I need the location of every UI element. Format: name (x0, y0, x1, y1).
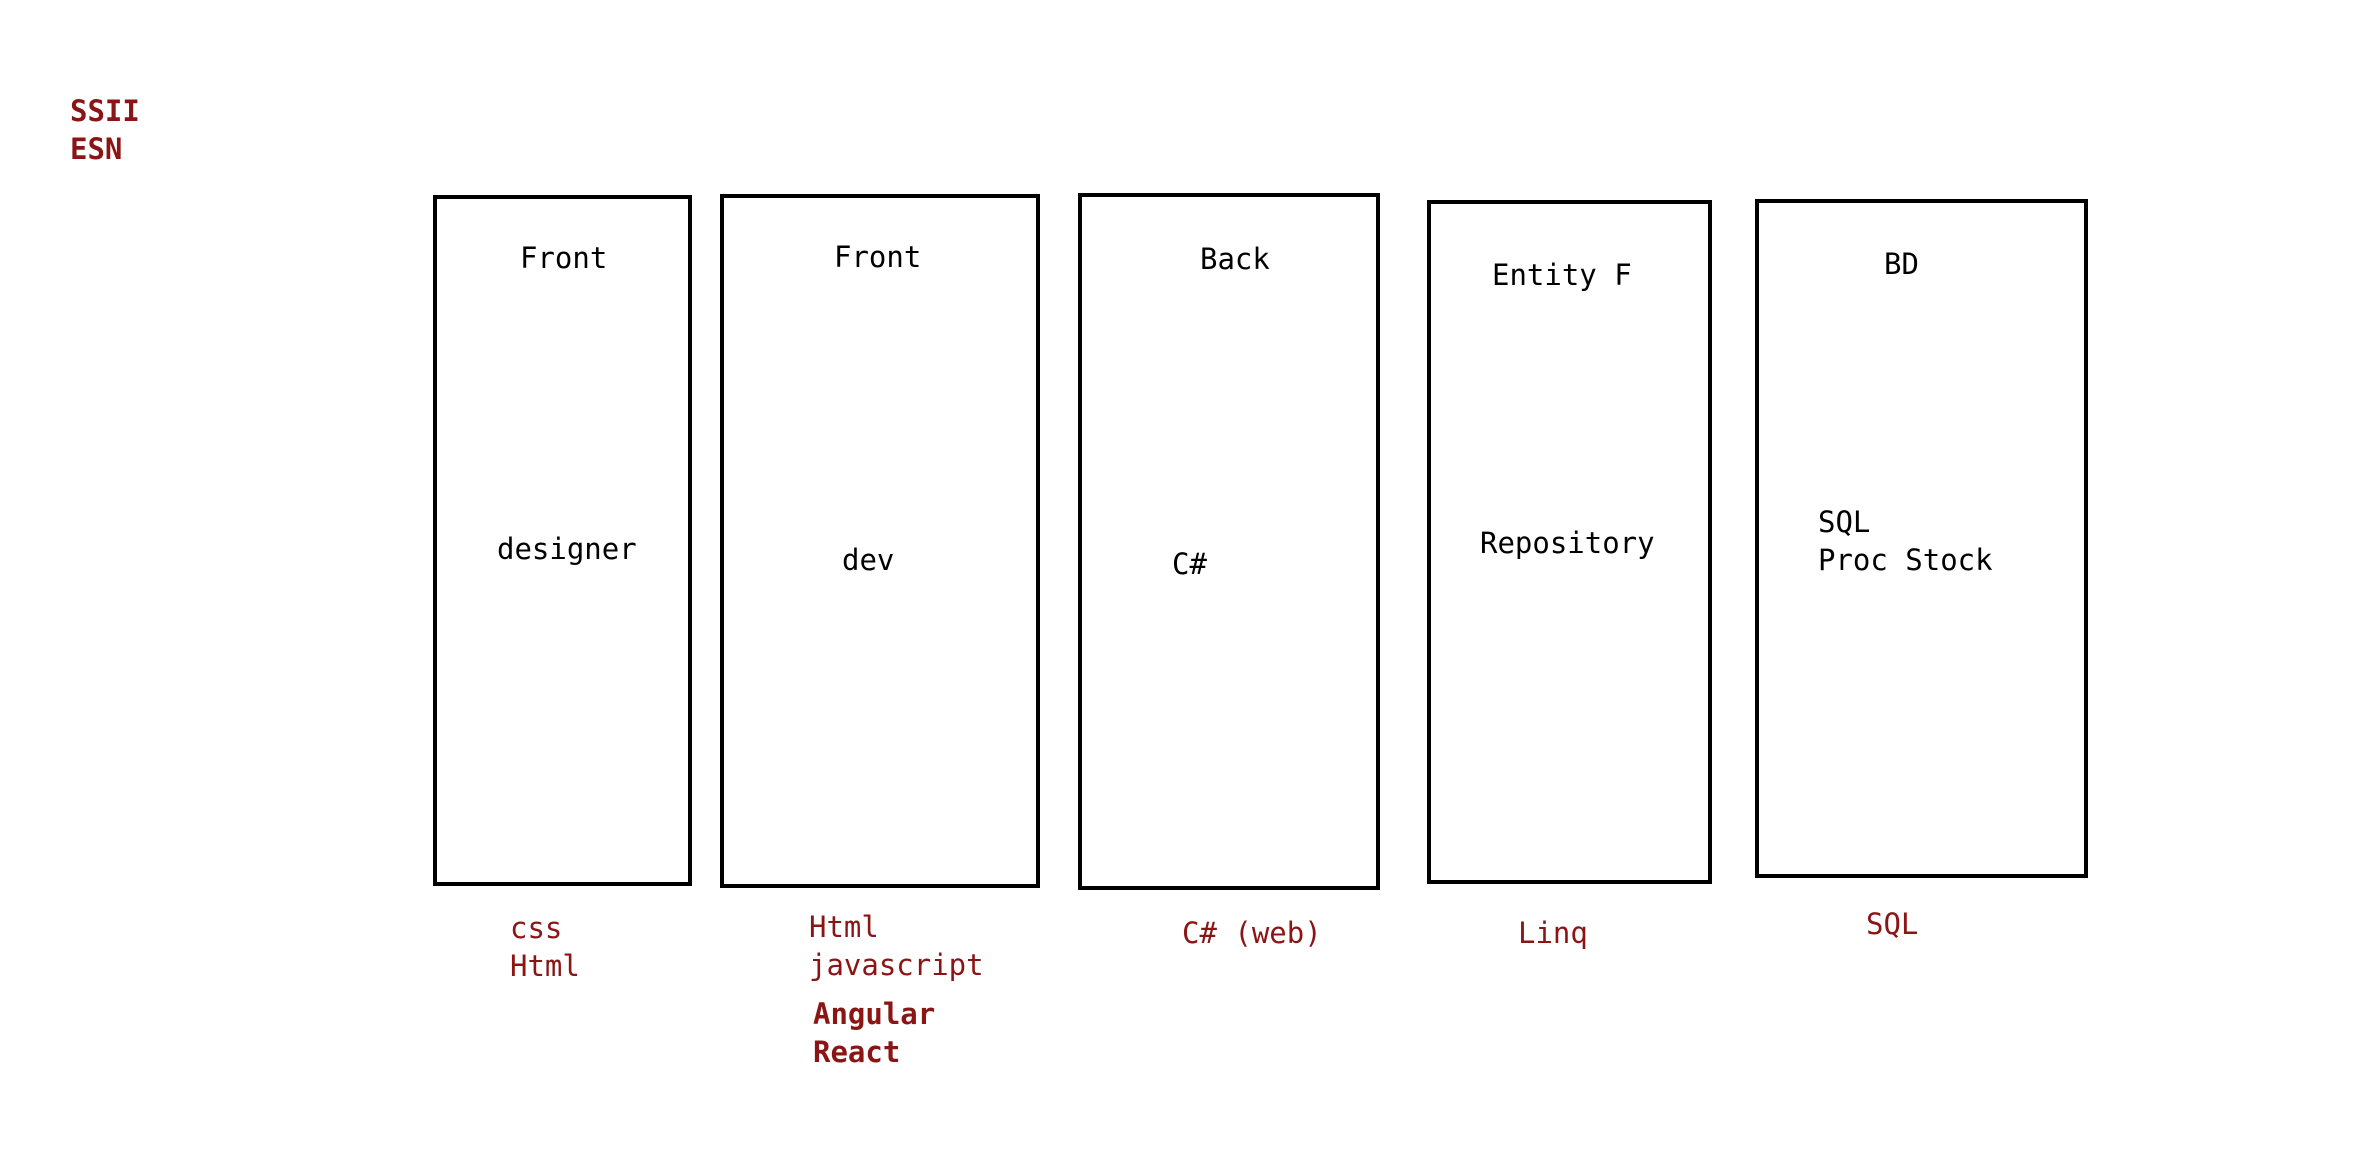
box-body-line: Proc Stock (1818, 543, 1993, 577)
caption-line: Html (510, 949, 580, 983)
box-body-line: SQL (1818, 505, 1871, 539)
caption-line: javascript (809, 948, 984, 982)
box-body-line: Repository (1480, 526, 1655, 560)
caption-line: css (510, 911, 563, 945)
box-front-dev (720, 194, 1040, 888)
box-body: C# (1172, 545, 1207, 583)
box-caption: C# (web) (1182, 914, 1322, 952)
box-body: dev (842, 541, 894, 579)
caption-line: C# (web) (1182, 916, 1322, 950)
box-body-line: designer (497, 532, 637, 566)
box-title: Front (834, 240, 922, 274)
box-caption: Linq (1518, 914, 1588, 952)
box-caption: Html javascript (809, 908, 984, 984)
header-note-line: SSII (70, 94, 140, 128)
caption-line: Linq (1518, 916, 1588, 950)
box-body: Repository (1480, 524, 1655, 562)
box-front-designer (433, 195, 692, 886)
box-body: SQL Proc Stock (1818, 503, 1993, 579)
box-caption: css Html (510, 909, 580, 985)
box-body-line: C# (1172, 547, 1207, 581)
box-caption-frameworks: Angular React (813, 995, 935, 1071)
header-note-line: ESN (70, 132, 123, 166)
header-note: SSII ESN (70, 92, 140, 168)
box-back (1078, 193, 1380, 890)
box-title: Front (520, 241, 608, 275)
box-body: designer (497, 530, 637, 568)
box-title: BD (1884, 247, 1919, 281)
box-title: Entity F (1492, 258, 1632, 292)
caption-line: Html (809, 910, 879, 944)
caption-line: Angular (813, 997, 936, 1031)
box-body-line: dev (842, 543, 895, 577)
box-caption: SQL (1866, 905, 1918, 943)
caption-line: SQL (1866, 907, 1919, 941)
box-entity-framework (1427, 200, 1712, 884)
box-title: Back (1200, 242, 1270, 276)
box-database (1755, 199, 2088, 878)
caption-line: React (813, 1035, 901, 1069)
